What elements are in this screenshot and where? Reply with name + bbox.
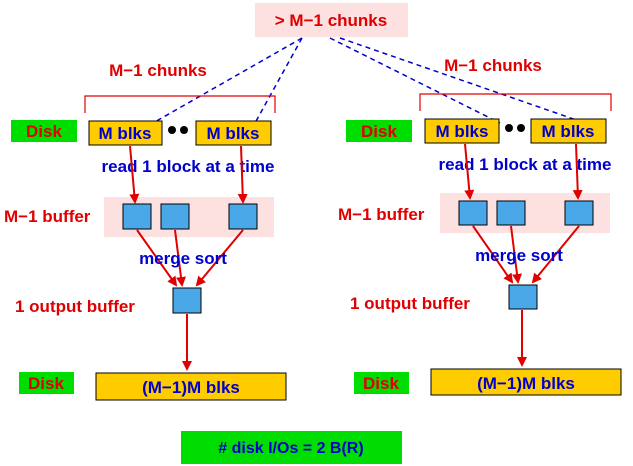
merge-arrow bbox=[472, 225, 514, 284]
result-label: (M−1)M blks bbox=[477, 374, 575, 393]
buffer-block bbox=[564, 200, 594, 226]
right-panel: M−1 chunks Disk M blks M blks read 1 blo… bbox=[338, 56, 622, 396]
merge-arrow bbox=[510, 225, 522, 284]
read-label: read 1 block at a time bbox=[439, 155, 612, 174]
output-label: 1 output buffer bbox=[350, 294, 470, 313]
io-count-label: # disk I/Os = 2 B(R) bbox=[218, 440, 363, 457]
left-panel: M−1 chunks Disk M blks M blks read 1 blo… bbox=[4, 61, 287, 401]
merge-arrow bbox=[531, 225, 580, 284]
merge-arrow bbox=[174, 229, 186, 287]
merge-arrow bbox=[136, 229, 178, 287]
read-arrow bbox=[464, 143, 475, 200]
ellipsis-dot bbox=[180, 126, 188, 134]
disk-badge bbox=[346, 120, 412, 142]
output-block bbox=[508, 284, 538, 310]
buffer-label: M−1 buffer bbox=[338, 205, 425, 224]
buffer-label: M−1 buffer bbox=[4, 207, 91, 226]
read-arrow bbox=[572, 143, 583, 200]
buffer-block bbox=[122, 203, 152, 230]
top-chunks-label: > M−1 chunks bbox=[275, 11, 387, 30]
disk-badge bbox=[11, 120, 77, 142]
buffer-block bbox=[160, 203, 190, 230]
merge-arrow bbox=[195, 229, 244, 287]
read-label: read 1 block at a time bbox=[102, 157, 275, 176]
buffer-block bbox=[458, 200, 488, 226]
disk-label: Disk bbox=[28, 374, 64, 393]
output-block bbox=[172, 287, 202, 314]
block-left-label: M blks bbox=[436, 122, 489, 141]
block-right bbox=[195, 120, 272, 146]
block-right-label: M blks bbox=[207, 124, 260, 143]
ellipsis-dot bbox=[505, 124, 513, 132]
result-block bbox=[430, 368, 622, 396]
disk-label: Disk bbox=[363, 374, 399, 393]
chunks-bracket bbox=[84, 95, 276, 113]
buffer-block bbox=[496, 200, 526, 226]
block-right bbox=[530, 118, 607, 144]
result-label: (M−1)M blks bbox=[142, 378, 240, 397]
ellipsis-dot bbox=[168, 126, 176, 134]
merge-label: merge sort bbox=[475, 246, 563, 265]
read-arrow bbox=[129, 145, 140, 204]
chunks-label: M−1 chunks bbox=[109, 61, 207, 80]
buffer-block bbox=[228, 203, 258, 230]
top-chunks-box bbox=[255, 3, 408, 37]
merge-label: merge sort bbox=[139, 249, 227, 268]
chunks-label: M−1 chunks bbox=[444, 56, 542, 75]
disk-badge bbox=[354, 372, 409, 394]
disk-label: Disk bbox=[26, 122, 62, 141]
read-arrow bbox=[237, 145, 248, 204]
disk-badge bbox=[19, 372, 74, 394]
ellipsis-dot bbox=[517, 124, 525, 132]
block-right-label: M blks bbox=[542, 122, 595, 141]
block-left-label: M blks bbox=[99, 124, 152, 143]
chunks-bracket bbox=[419, 93, 612, 111]
result-block bbox=[95, 372, 287, 401]
output-label: 1 output buffer bbox=[15, 297, 135, 316]
block-left bbox=[424, 118, 500, 144]
chunk-links bbox=[152, 37, 586, 124]
io-count-box bbox=[181, 431, 402, 464]
disk-label: Disk bbox=[361, 122, 397, 141]
block-left bbox=[88, 120, 163, 146]
